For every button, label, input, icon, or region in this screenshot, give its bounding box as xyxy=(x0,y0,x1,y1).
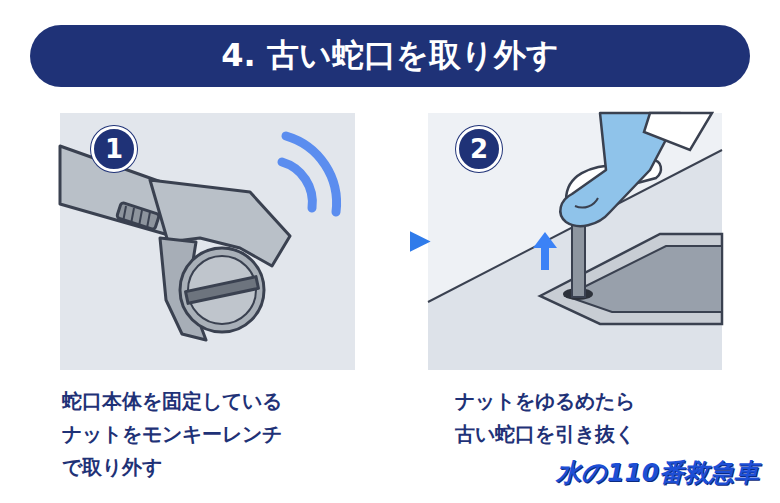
lift-arrow-stem xyxy=(541,246,549,270)
rotation-arc xyxy=(286,136,337,212)
lift-arrow xyxy=(533,232,557,270)
rotation-arc xyxy=(282,162,312,208)
worm-ridges xyxy=(123,206,150,228)
step-panel: 2ナットをゆるめたら 古い蛇口を引き抜く xyxy=(428,113,722,370)
panel-ground xyxy=(60,113,355,370)
finger-line xyxy=(575,198,598,208)
nut-slot xyxy=(186,277,259,304)
step-caption: ナットをゆるめたら 古い蛇口を引き抜く xyxy=(455,385,725,451)
counter-top xyxy=(428,150,722,370)
wrench xyxy=(60,146,290,340)
title: 4. 古い蛇口を取り外す xyxy=(221,34,559,78)
rotation-mark xyxy=(282,136,337,212)
callout-number: 2 xyxy=(456,126,502,172)
step-caption: 蛇口本体を固定している ナットをモンキーレンチ で取り外す xyxy=(62,385,352,484)
brand-logo: 水の110番救急車 xyxy=(556,456,759,489)
sink-rim xyxy=(540,234,722,324)
nut xyxy=(180,248,264,332)
lift-arrow-head xyxy=(533,232,557,248)
sleeve xyxy=(644,113,712,150)
title-bar: 4. 古い蛇口を取り外す xyxy=(30,25,750,87)
panel-ground xyxy=(428,113,722,370)
step-panel: 1蛇口本体を固定している ナットをモンキーレンチ で取り外す xyxy=(60,113,355,370)
wrench-worm xyxy=(117,202,160,230)
step-arrow xyxy=(361,238,414,246)
sink-basin xyxy=(566,246,722,312)
callout-number: 1 xyxy=(91,126,137,172)
